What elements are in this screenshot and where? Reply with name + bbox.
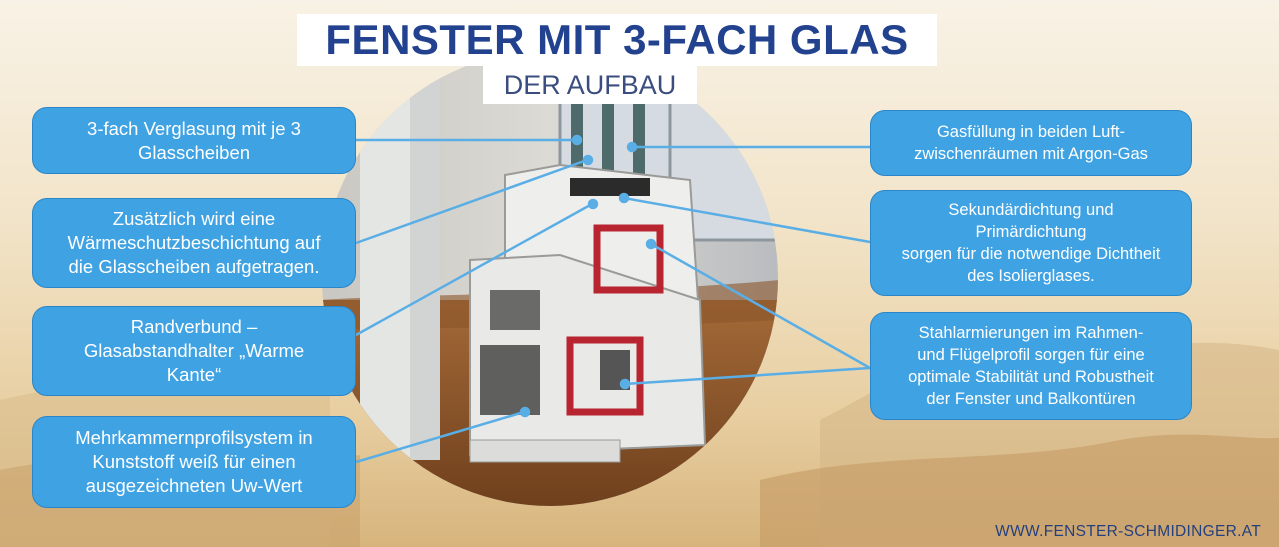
connector-dot [645,238,657,250]
connector-spacer [355,202,593,337]
subtitle-box: DER AUFBAU [483,66,697,104]
connector-dot [618,192,630,204]
label-steel-reinforcement: Stahlarmierungen im Rahmen- und Flügelpr… [870,312,1192,420]
connector-dot [619,378,631,390]
connector-dot [587,198,599,210]
label-warm-edge-spacer: Randverbund – Glasabstandhalter „Warme K… [32,306,356,396]
connector-coating [355,158,588,245]
connector-dot [626,141,638,153]
label-thermal-coating: Zusätzlich wird eine Wärmeschutzbeschich… [32,198,356,288]
connector-steel-upper [650,242,871,370]
label-triple-glazing: 3-fach Verglasung mit je 3 Glasscheiben [32,107,356,174]
connector-dot [571,134,583,146]
connector-dot [582,154,594,166]
website-footer: WWW.FENSTER-SCHMIDINGER.AT [995,523,1261,540]
page-title: FENSTER MIT 3-FACH GLAS [325,16,909,63]
label-argon-gas-filling: Gasfüllung in beiden Luft- zwischenräume… [870,110,1192,176]
title-box: FENSTER MIT 3-FACH GLAS [297,14,937,66]
page-subtitle: DER AUFBAU [503,69,677,100]
connector-seal [623,196,871,244]
connector-steel-lower [624,366,871,386]
connector-profile-system [355,410,525,464]
label-multi-chamber-profile: Mehrkammernprofilsystem in Kunststoff we… [32,416,356,508]
label-seals: Sekundärdichtung und Primärdichtung sorg… [870,190,1192,296]
connector-dot [519,406,531,418]
